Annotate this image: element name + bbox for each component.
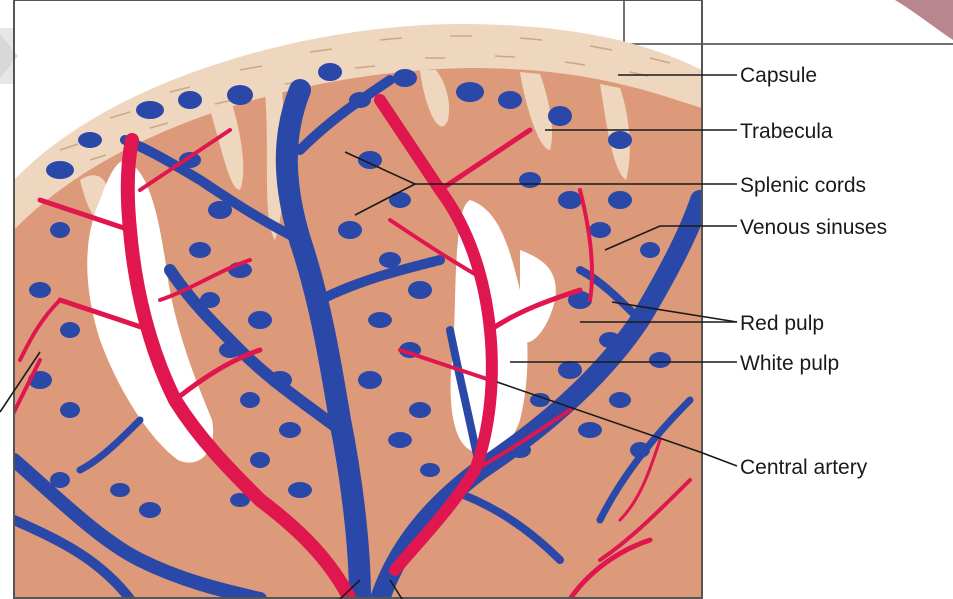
- label-central-artery: Central artery: [740, 456, 868, 479]
- label-splenic-cords: Splenic cords: [740, 174, 866, 197]
- label-trabecula: Trabecula: [740, 120, 833, 143]
- overlay-box: [624, 0, 953, 44]
- labels: Capsule Trabecula Splenic cords Venous s…: [740, 64, 887, 479]
- label-white-pulp: White pulp: [740, 352, 839, 375]
- label-venous-sinuses: Venous sinuses: [740, 216, 887, 239]
- diagram-illustration: [10, 24, 702, 599]
- label-red-pulp: Red pulp: [740, 312, 824, 335]
- label-capsule: Capsule: [740, 64, 817, 87]
